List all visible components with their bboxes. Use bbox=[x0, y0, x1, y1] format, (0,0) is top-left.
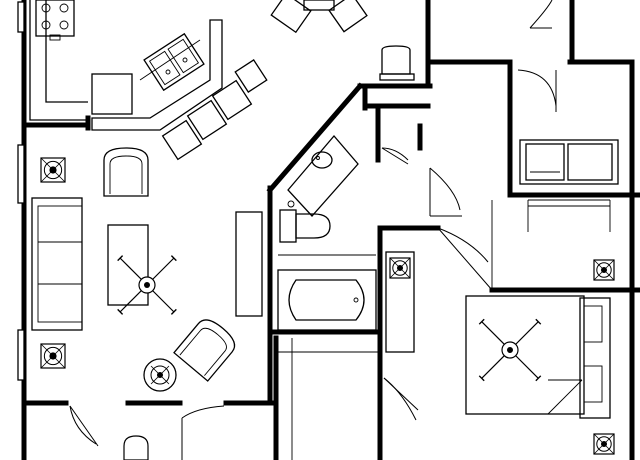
bath-vanity bbox=[287, 134, 359, 217]
light-fixture-icon bbox=[389, 257, 411, 279]
bathtub-basin bbox=[288, 279, 365, 321]
pillow bbox=[583, 305, 603, 343]
kitchen-counter-inner bbox=[45, 0, 88, 103]
burner-icon bbox=[41, 3, 51, 13]
range-knob bbox=[49, 34, 61, 41]
door-swing bbox=[517, 69, 557, 107]
door-leaf bbox=[381, 147, 409, 165]
door-leaf bbox=[383, 377, 419, 411]
tv-console bbox=[235, 211, 263, 317]
fan-blade-tip bbox=[117, 255, 124, 262]
toilet-tank bbox=[279, 209, 297, 243]
light-fixture-icon bbox=[593, 433, 615, 455]
ceiling-fan-bedroom bbox=[478, 318, 542, 382]
window-living-lower bbox=[17, 329, 25, 381]
toilet-paper-icon bbox=[287, 200, 295, 208]
peninsula-counter bbox=[91, 19, 223, 131]
drain-icon bbox=[182, 57, 188, 63]
pillow bbox=[583, 365, 603, 403]
armchair-seat bbox=[109, 155, 143, 194]
light-fixtures bbox=[40, 157, 615, 460]
fan-blade-tip bbox=[117, 308, 124, 315]
fan-blade-tip bbox=[535, 318, 542, 325]
hall-doors bbox=[69, 167, 493, 460]
drain-icon bbox=[316, 156, 320, 160]
burner-icon bbox=[59, 3, 69, 13]
dining-chair bbox=[328, 0, 368, 33]
door-leaf bbox=[437, 227, 493, 291]
sofa-seat bbox=[37, 205, 83, 323]
coffee-table bbox=[107, 224, 149, 306]
door-swing bbox=[529, 0, 553, 29]
fan-blade-tip bbox=[170, 308, 177, 315]
dining bbox=[270, 0, 553, 81]
living-room bbox=[31, 147, 263, 382]
fan-center bbox=[507, 347, 513, 353]
kitchen-sink bbox=[143, 32, 205, 92]
bedroom bbox=[465, 295, 611, 419]
bedsheet-fold bbox=[547, 379, 583, 415]
dining-table-edge bbox=[303, 0, 335, 11]
light-fixture-icon bbox=[593, 259, 615, 281]
fan-blade-tip bbox=[478, 375, 485, 382]
armchair-corner bbox=[173, 319, 236, 382]
wall-diagonal-hall bbox=[266, 82, 364, 194]
drain-icon bbox=[165, 69, 171, 75]
kitchen-counter-outer bbox=[29, 0, 88, 121]
kitchen bbox=[29, 0, 268, 161]
walls bbox=[21, 0, 640, 460]
fan-blade-tip bbox=[170, 255, 177, 262]
desk-chair-base bbox=[379, 73, 415, 81]
dining-chair bbox=[270, 0, 312, 34]
fan-center bbox=[144, 282, 150, 288]
door-leaf bbox=[69, 405, 99, 447]
door-swing bbox=[429, 167, 461, 211]
bathtub bbox=[277, 269, 377, 331]
toilet-bowl bbox=[295, 213, 331, 239]
fan-blade-tip bbox=[478, 318, 485, 325]
door-swing bbox=[383, 377, 417, 421]
desk-chair bbox=[381, 45, 411, 75]
bar-stool bbox=[211, 79, 253, 121]
armchair bbox=[103, 147, 149, 197]
bath-sink bbox=[311, 151, 333, 169]
sofa bbox=[31, 197, 83, 331]
door-swing bbox=[381, 147, 409, 161]
range bbox=[35, 0, 75, 37]
washer-dryer-counter bbox=[519, 139, 619, 185]
refrigerator bbox=[91, 73, 133, 115]
bar-stool bbox=[161, 119, 203, 161]
light-fixture-round-icon bbox=[143, 358, 177, 392]
drain-icon bbox=[353, 297, 359, 303]
window-kitchen bbox=[17, 1, 25, 33]
dryer bbox=[567, 143, 613, 181]
bed bbox=[465, 295, 585, 415]
headboard bbox=[579, 297, 611, 419]
ceiling-fan-living bbox=[117, 255, 177, 315]
door-swing bbox=[69, 405, 97, 445]
bar-stool bbox=[234, 59, 268, 93]
bathroom bbox=[277, 134, 409, 331]
door-swing bbox=[181, 405, 225, 419]
sink-basin-left bbox=[148, 50, 181, 86]
door-swing bbox=[437, 227, 489, 263]
burner-icon bbox=[59, 20, 69, 30]
laundry bbox=[517, 69, 619, 232]
bar-stool bbox=[186, 99, 228, 141]
chair bbox=[123, 435, 149, 460]
burner-icon bbox=[41, 20, 51, 30]
light-fixture-icon bbox=[40, 343, 66, 369]
windows bbox=[17, 1, 25, 381]
window-living-upper bbox=[17, 144, 25, 204]
sink-basin-right bbox=[167, 38, 200, 74]
light-fixture-icon bbox=[40, 157, 66, 183]
fan-blade-tip bbox=[535, 375, 542, 382]
hall-console bbox=[385, 251, 415, 353]
washer bbox=[525, 143, 565, 181]
